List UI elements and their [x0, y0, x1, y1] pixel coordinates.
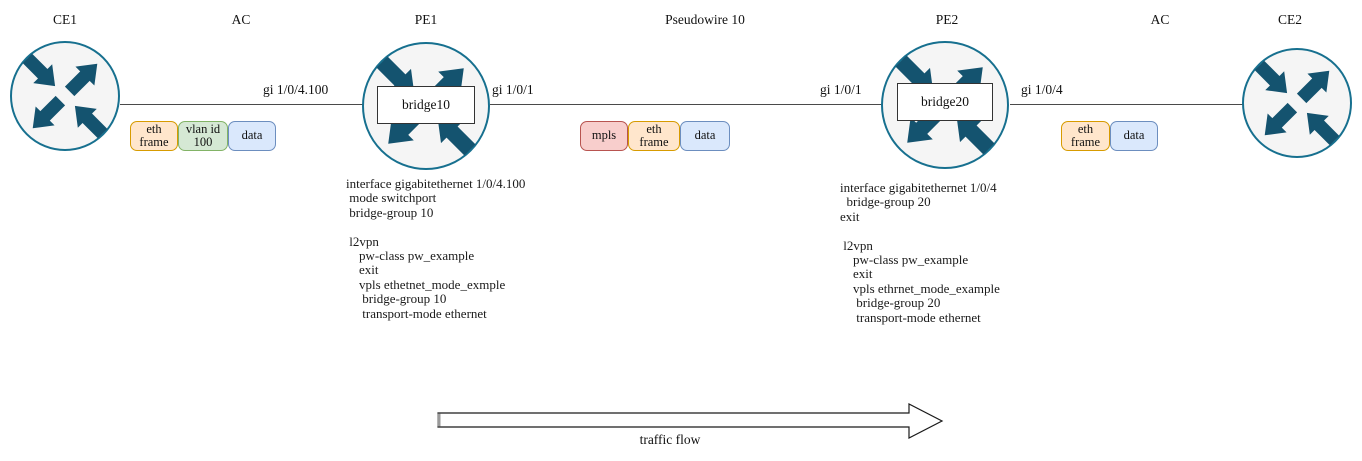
traffic-flow-arrow-icon	[437, 403, 944, 439]
packet-group-ac-left: eth frame vlan id 100 data	[130, 121, 276, 151]
bridge-box-pe2: bridge20	[897, 83, 993, 121]
segment-label-ac-left: AC	[231, 12, 251, 27]
packet-label: vlan id 100	[185, 121, 221, 149]
bridge-label: bridge20	[921, 94, 969, 109]
packet-label: mpls	[591, 128, 617, 143]
router-icon	[1249, 55, 1345, 151]
packet-mpls: mpls	[580, 121, 628, 151]
interface-label-pe2-core: gi 1/0/1	[820, 82, 862, 97]
config-pe1: interface gigabitethernet 1/0/4.100 mode…	[346, 176, 526, 321]
packet-label: data	[1123, 128, 1145, 143]
packet-label: eth frame	[139, 121, 169, 149]
bridge-label: bridge10	[402, 97, 450, 112]
node-label-pe1: PE1	[414, 12, 438, 27]
packet-eth-frame: eth frame	[628, 121, 680, 151]
packet-vlan-id: vlan id 100	[178, 121, 228, 151]
node-label-ce1: CE1	[52, 12, 78, 27]
router-ce1	[10, 41, 120, 151]
interface-label-pe2-ce2: gi 1/0/4	[1021, 82, 1063, 97]
bridge-box-pe1: bridge10	[377, 86, 475, 124]
traffic-flow-label: traffic flow	[639, 432, 701, 447]
node-label-ce2: CE2	[1277, 12, 1303, 27]
packet-group-pseudowire: mpls eth frame data	[580, 121, 730, 151]
config-pe2: interface gigabitethernet 1/0/4 bridge-g…	[840, 180, 1000, 325]
packet-label: eth frame	[1070, 121, 1101, 149]
link-ce1-pe1	[120, 104, 363, 105]
router-ce2	[1242, 48, 1352, 158]
router-icon	[17, 48, 113, 144]
packet-label: data	[241, 128, 263, 143]
segment-label-ac-right: AC	[1150, 12, 1170, 27]
packet-group-ac-right: eth frame data	[1061, 121, 1158, 151]
link-pe1-pe2	[490, 104, 882, 105]
packet-eth-frame: eth frame	[130, 121, 178, 151]
packet-data: data	[1110, 121, 1158, 151]
interface-label-ce1-pe1: gi 1/0/4.100	[263, 82, 329, 97]
interface-label-pe1-core: gi 1/0/1	[492, 82, 534, 97]
packet-label: data	[694, 128, 716, 143]
link-pe2-ce2	[1010, 104, 1270, 105]
packet-data: data	[228, 121, 276, 151]
packet-data: data	[680, 121, 730, 151]
segment-label-pseudowire: Pseudowire 10	[665, 12, 745, 27]
packet-eth-frame: eth frame	[1061, 121, 1110, 151]
node-label-pe2: PE2	[935, 12, 959, 27]
packet-label: eth frame	[639, 121, 669, 149]
